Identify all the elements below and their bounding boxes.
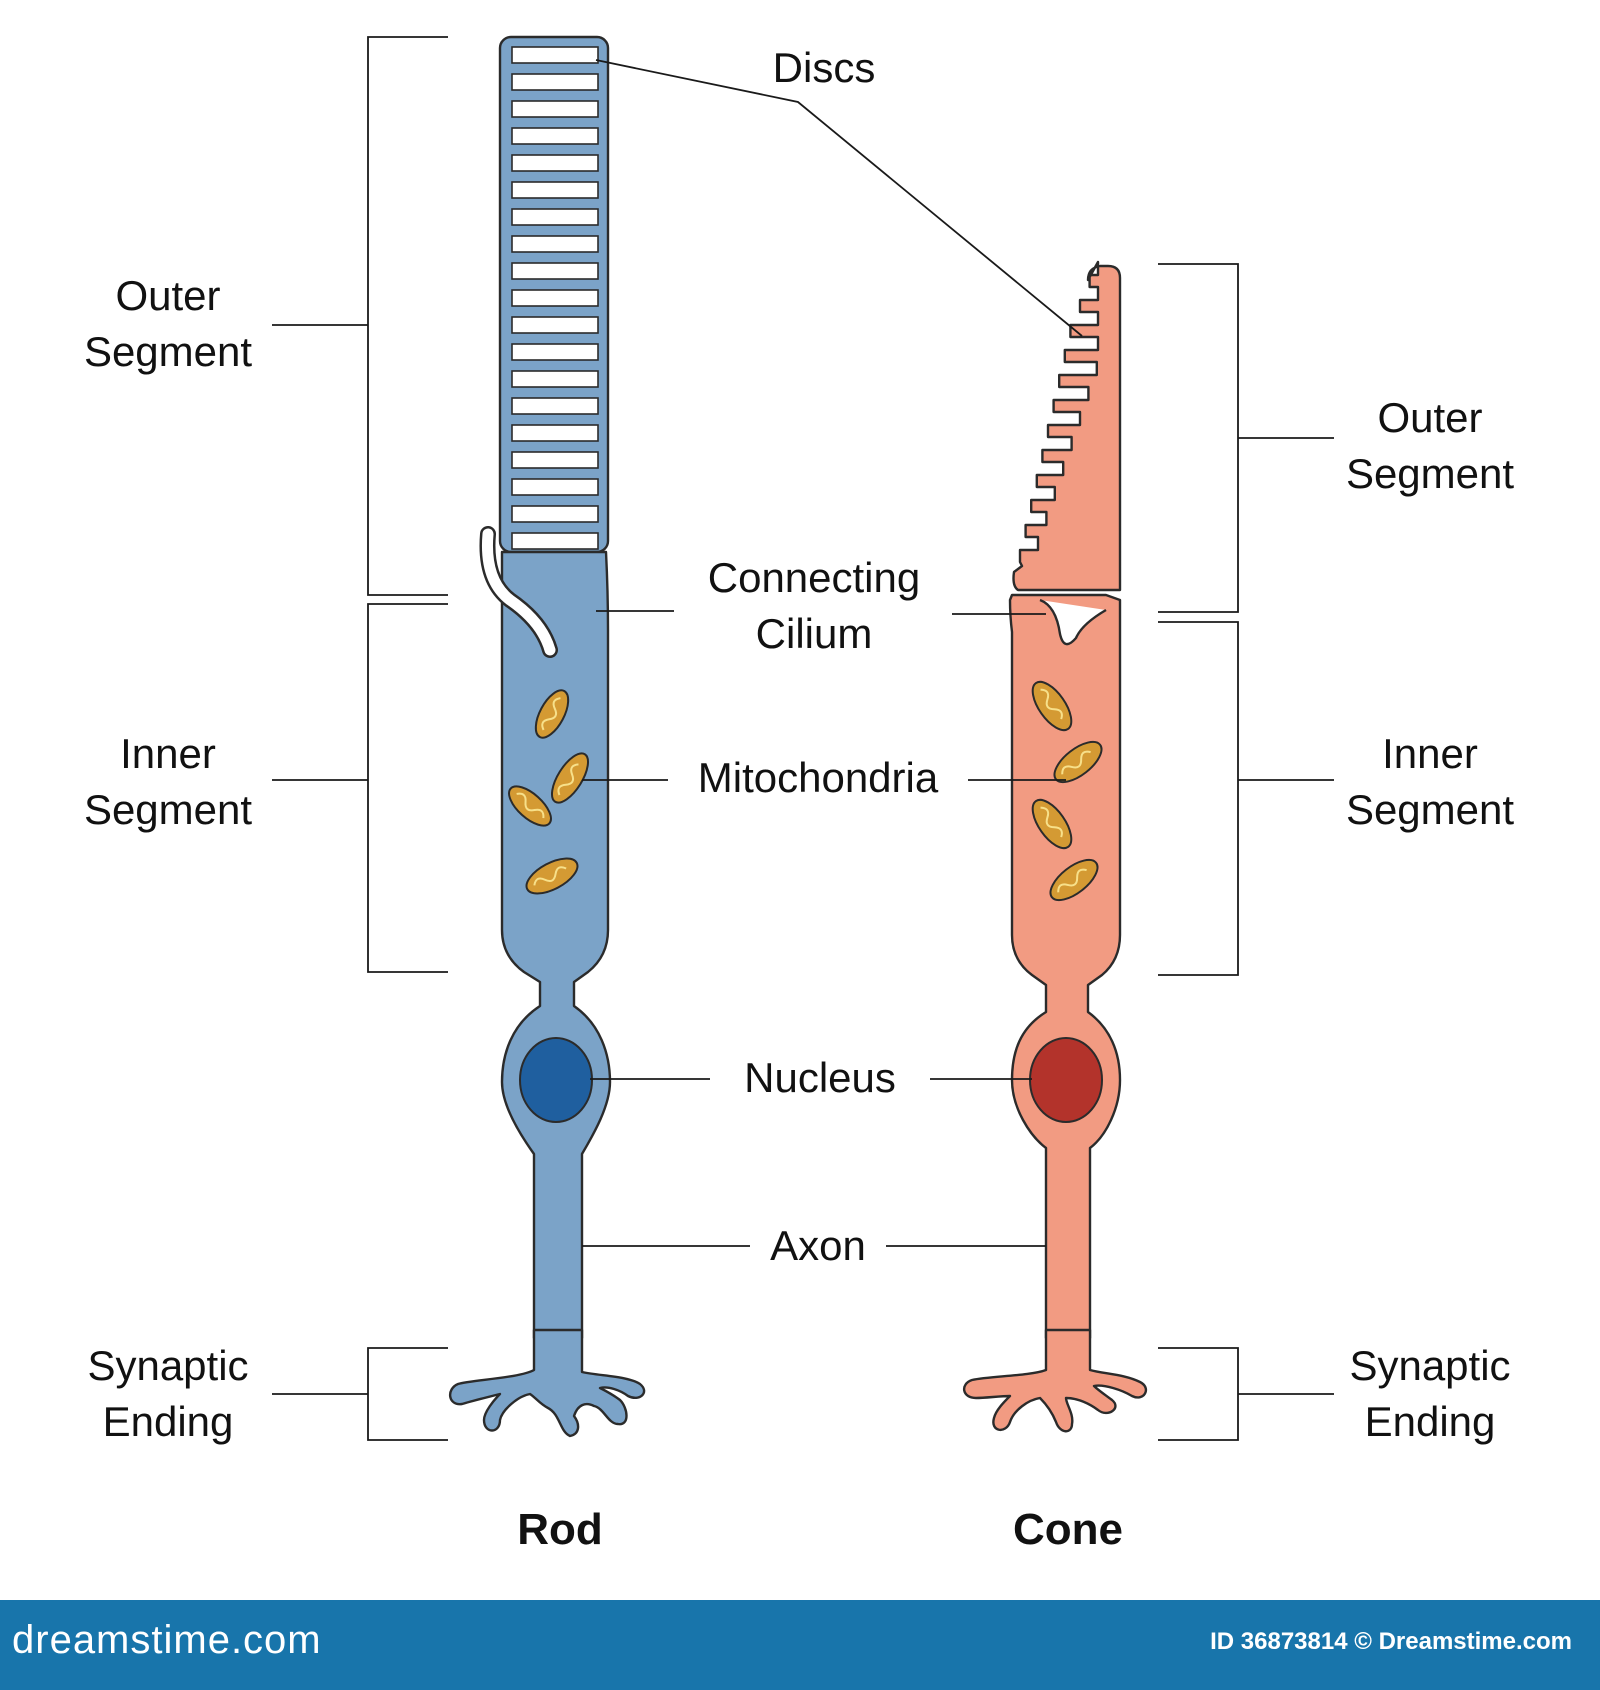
nucleus-label: Nucleus bbox=[744, 1054, 896, 1101]
rod-disc bbox=[511, 289, 599, 307]
cone-title: Cone bbox=[1013, 1505, 1123, 1554]
cone-connecting-cilium bbox=[1039, 598, 1107, 646]
rod-disc bbox=[511, 154, 599, 172]
discs-leader bbox=[595, 59, 1083, 337]
right-brackets bbox=[1158, 263, 1334, 1441]
footer-bar: dreamstime.com ID 36873814 © Dreamstime.… bbox=[0, 1600, 1600, 1690]
rod-synaptic-ending bbox=[449, 1328, 646, 1438]
cone-cell bbox=[963, 260, 1148, 1433]
rod-disc bbox=[511, 181, 599, 199]
cone-outer-segment bbox=[1012, 260, 1122, 592]
rod-disc bbox=[511, 478, 599, 496]
rod-disc bbox=[511, 208, 599, 226]
leader-lines bbox=[582, 59, 1083, 1247]
footer-image-id: ID 36873814 © Dreamstime.com bbox=[1210, 1628, 1572, 1655]
mitochondrion bbox=[534, 689, 570, 739]
rod-disc bbox=[511, 343, 599, 361]
rod-nucleus bbox=[519, 1037, 593, 1123]
rod-discs bbox=[511, 46, 599, 550]
left-outer-segment-bracket bbox=[272, 36, 448, 596]
rod-disc bbox=[511, 46, 599, 64]
left-synaptic-ending-bracket bbox=[272, 1347, 448, 1441]
left-brackets bbox=[272, 36, 448, 1441]
rod-inner-segment-body bbox=[500, 550, 612, 1340]
rod-disc bbox=[511, 262, 599, 280]
footer-logo: dreamstime.com bbox=[12, 1618, 322, 1662]
left-inner-segment-bracket bbox=[272, 603, 448, 973]
rod-disc bbox=[511, 397, 599, 415]
discs-label: Discs bbox=[773, 44, 876, 91]
mitochondrion bbox=[508, 785, 552, 827]
cone-mitochondria bbox=[1031, 680, 1103, 902]
cone-nucleus bbox=[1029, 1037, 1103, 1123]
rod-disc bbox=[511, 505, 599, 523]
axon-label: Axon bbox=[770, 1222, 866, 1269]
rod-cell bbox=[449, 35, 646, 1438]
right-inner-segment-bracket bbox=[1158, 621, 1334, 976]
right-outer-segment-bracket bbox=[1158, 263, 1334, 613]
rod-disc bbox=[511, 451, 599, 469]
rod-disc bbox=[511, 424, 599, 442]
rod-disc bbox=[511, 235, 599, 253]
rod-disc bbox=[511, 127, 599, 145]
rod-disc bbox=[511, 370, 599, 388]
rod-disc bbox=[511, 316, 599, 334]
rod-disc bbox=[511, 532, 599, 550]
cone-synaptic-ending bbox=[963, 1328, 1148, 1433]
mitochondrion bbox=[551, 752, 589, 804]
rod-mitochondria bbox=[508, 689, 589, 895]
mitochondria-label: Mitochondria bbox=[698, 754, 939, 801]
right-synaptic-ending-bracket bbox=[1158, 1347, 1334, 1441]
rod-disc bbox=[511, 73, 599, 91]
rod-title: Rod bbox=[517, 1505, 603, 1554]
rod-disc bbox=[511, 100, 599, 118]
